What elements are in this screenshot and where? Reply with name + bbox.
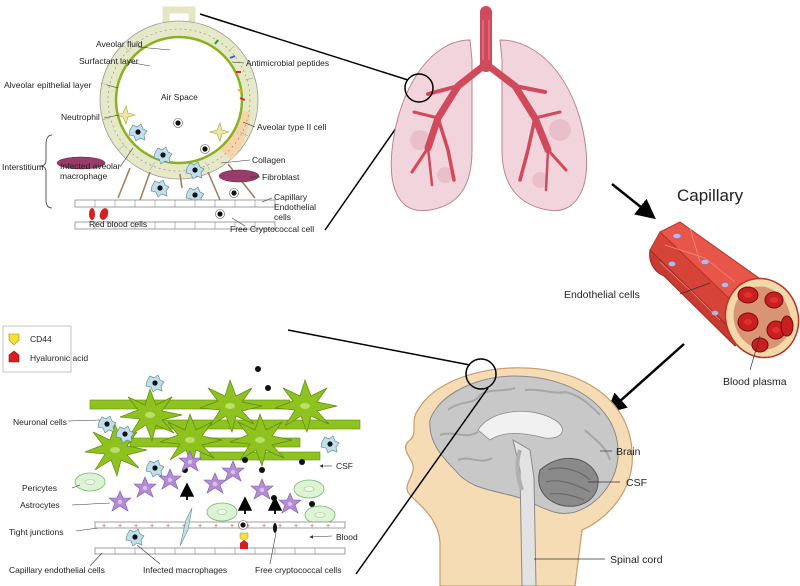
capillary-title: Capillary — [677, 186, 744, 205]
svg-text:+: + — [214, 523, 218, 530]
label-infected-macrophage-line2: macrophage — [60, 171, 108, 181]
label-free-cryptococcal-cell: Free Cryptococcal cell — [230, 224, 314, 234]
label-head-csf: CSF — [626, 477, 647, 489]
label-capillary: Capillary — [274, 192, 308, 202]
svg-text:+: + — [150, 523, 154, 530]
label-aveolar-fluid: Aveolar fluid — [96, 39, 143, 49]
neutrophil-icon — [114, 105, 137, 125]
label-interstitium: Interstitium — [2, 162, 44, 172]
label-cells: cells — [274, 212, 291, 222]
svg-text:+: + — [182, 523, 186, 530]
label-red-blood-cells: Red blood cells — [89, 219, 147, 229]
label-neuronal-cells: Neuronal cells — [13, 417, 67, 427]
label-endothelial-cells: Endothelial cells — [564, 289, 640, 301]
legend-hyaluronic-acid: Hyaluronic acid — [30, 353, 88, 363]
pericyte-icon — [74, 472, 106, 492]
label-infected-macrophages: Infected macrophages — [143, 565, 227, 575]
svg-text:+: + — [166, 523, 170, 530]
label-neutrophil: Neutrophil — [61, 112, 100, 122]
svg-text:+: + — [134, 523, 138, 530]
label-fibroblast: Fibroblast — [262, 172, 300, 182]
label-tight-junctions: Tight junctions — [9, 527, 64, 537]
lung-zoom-circle — [404, 73, 434, 103]
spinal-cord — [512, 438, 537, 586]
svg-text:+: + — [310, 523, 314, 530]
label-blood-plasma: Blood plasma — [723, 376, 787, 388]
cryptococcus-cell-icon — [173, 118, 183, 128]
fibroblast-icon — [218, 169, 260, 183]
label-brain: Brain — [616, 446, 641, 458]
label-collagen: Collagen — [252, 155, 286, 165]
lung-icon — [390, 6, 588, 212]
head-zoom-circle — [465, 358, 497, 390]
label-spinal-cord: Spinal cord — [610, 554, 663, 566]
label-bbb-csf: CSF — [336, 461, 353, 471]
label-surfactant-layer: Surfactant layer — [79, 56, 139, 66]
svg-text:+: + — [246, 523, 250, 530]
svg-text:+: + — [326, 523, 330, 530]
astrocyte-icon — [178, 450, 202, 472]
label-aveolar-type-ii: Aveolar type II cell — [257, 122, 326, 132]
label-endothelial: Endothelial — [274, 202, 316, 212]
label-alveolar-epithelial-layer: Alveolar epithelial layer — [4, 80, 92, 90]
bbb-panel: + + + + + + + + + + + + + + + — [9, 366, 361, 575]
legend-cd44: CD44 — [30, 334, 52, 344]
capillary-icon — [649, 221, 800, 359]
label-antimicrobial-peptides: Antimicrobial peptides — [246, 58, 329, 68]
label-air-space: Air Space — [161, 92, 198, 102]
cd44-marker-icon — [8, 333, 20, 346]
svg-text:+: + — [294, 523, 298, 530]
svg-text:+: + — [278, 523, 282, 530]
arrow-lung-to-capillary — [611, 183, 656, 220]
arrow-capillary-to-head — [606, 343, 685, 414]
alveolus-panel: Aveolar fluid Surfactant layer Alveolar … — [2, 6, 329, 234]
label-pericytes: Pericytes — [22, 483, 57, 493]
head-icon — [404, 367, 633, 586]
bbb-endothelial-wall: + + + + + + + + + + + + + + + — [94, 521, 346, 555]
label-capillary-endothelial-cells: Capillary endothelial cells — [9, 565, 105, 575]
svg-text:+: + — [262, 523, 266, 530]
antimicrobial-peptides — [214, 39, 246, 101]
svg-text:+: + — [230, 523, 234, 530]
label-infected-macrophage-line1: Infected aveolar — [60, 161, 121, 171]
svg-text:+: + — [198, 523, 202, 530]
svg-text:+: + — [118, 523, 122, 530]
svg-text:+: + — [102, 523, 106, 530]
surfactant-layer — [114, 35, 244, 165]
label-free-cryptococcal-cells: Free cryptococcal cells — [255, 565, 341, 575]
legend: CD44 Hyaluronic acid — [2, 325, 88, 373]
hyaluronic-acid-marker-icon — [8, 350, 20, 363]
capillary-wall — [74, 199, 276, 230]
label-blood: Blood — [336, 532, 358, 542]
label-astrocytes: Astrocytes — [20, 500, 60, 510]
red-blood-cell-icon — [89, 208, 95, 220]
